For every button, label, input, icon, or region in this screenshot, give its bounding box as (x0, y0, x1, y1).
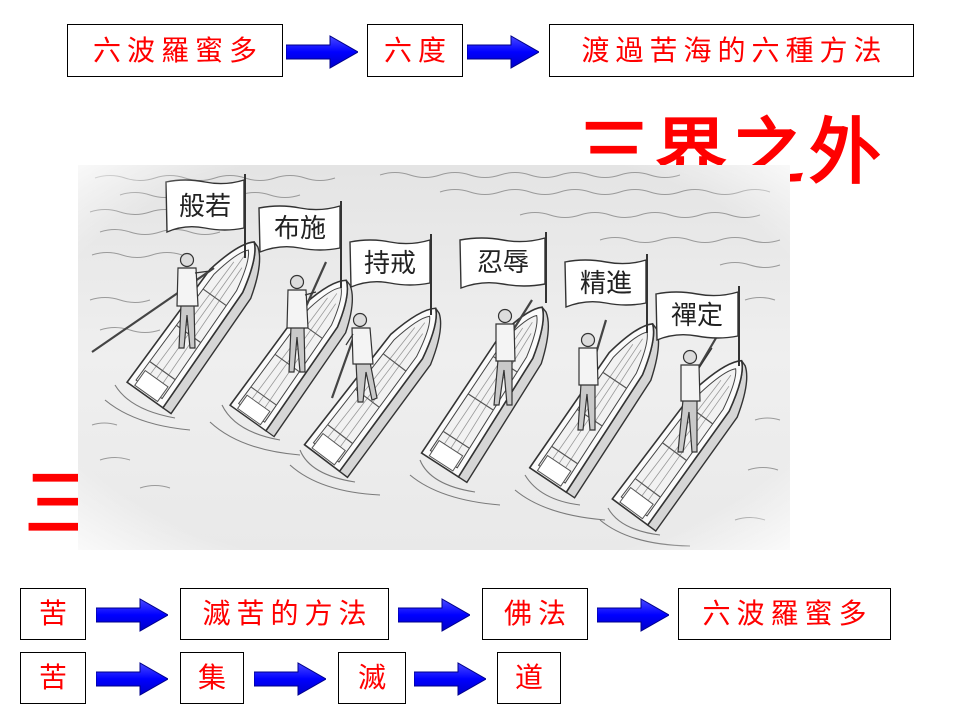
right-arrow-icon (286, 35, 358, 69)
top-box-six-methods-text: 渡過苦海的六種方法 (581, 33, 888, 67)
top-box-six-paramitas-text: 六波羅蜜多 (92, 33, 263, 67)
flow-box-path: 道 (497, 652, 561, 704)
right-arrow-icon (254, 662, 326, 696)
illustration-edge-fade (78, 165, 790, 550)
flow-box-origin: 集 (180, 652, 244, 704)
flow-box-cessation: 滅 (338, 652, 406, 704)
boats-illustration: 般若 布施 持戒 忍辱 精進 禪定 (78, 165, 790, 550)
flow-box-suffering-1-text: 苦 (38, 597, 73, 630)
right-arrow-icon (96, 662, 168, 696)
flow-box-paramitas: 六波羅蜜多 (678, 588, 891, 640)
flow-box-paramitas-text: 六波羅蜜多 (702, 597, 873, 630)
flow-box-suffering-1: 苦 (20, 588, 86, 640)
flow-box-path-text: 道 (514, 661, 549, 694)
flow-box-method-text: 滅苦的方法 (202, 597, 373, 630)
right-arrow-icon (467, 35, 539, 69)
top-box-six-paramitas: 六波羅蜜多 (67, 24, 283, 77)
right-arrow-icon (414, 662, 486, 696)
flow-box-cessation-text: 滅 (357, 661, 392, 694)
flow-box-origin-text: 集 (197, 661, 232, 694)
flow-box-dharma-text: 佛法 (503, 597, 572, 630)
flow-box-suffering-2: 苦 (20, 652, 86, 704)
flow-box-suffering-2-text: 苦 (38, 661, 73, 694)
top-box-six-methods: 渡過苦海的六種方法 (549, 24, 914, 77)
top-box-six-perfections-text: 六度 (383, 33, 452, 67)
right-arrow-icon (96, 598, 168, 632)
flow-box-dharma: 佛法 (482, 588, 588, 640)
flow-box-method: 滅苦的方法 (180, 588, 389, 640)
top-box-six-perfections: 六度 (367, 24, 463, 77)
right-arrow-icon (597, 598, 669, 632)
right-arrow-icon (398, 598, 470, 632)
